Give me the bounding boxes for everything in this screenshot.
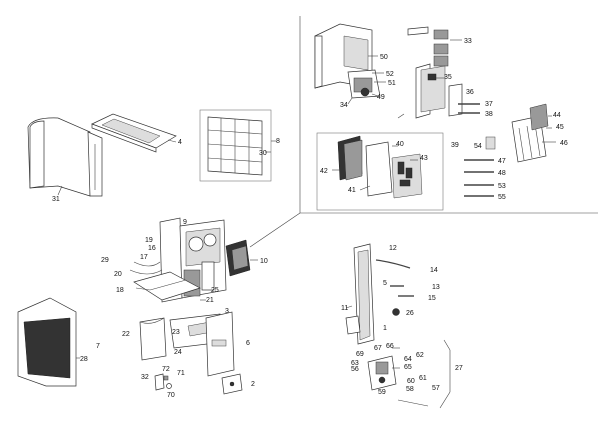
- callout-57: 57: [432, 385, 440, 392]
- callout-67: 67: [374, 345, 382, 352]
- callout-40: 40: [396, 141, 404, 148]
- pcb-assembly-39: [316, 132, 444, 211]
- callout-25: 25: [211, 287, 219, 294]
- callout-28: 28: [80, 356, 88, 363]
- callout-5: 5: [383, 280, 387, 287]
- callout-39: 39: [451, 142, 459, 149]
- callout-24: 24: [174, 349, 182, 356]
- callout-31: 31: [52, 196, 60, 203]
- callout-33: 33: [464, 38, 472, 45]
- callout-37: 37: [485, 101, 493, 108]
- callout-49: 49: [377, 94, 385, 101]
- callout-30: 30: [259, 150, 267, 157]
- callout-46: 46: [560, 140, 568, 147]
- callout-26: 26: [406, 310, 414, 317]
- section-dividers: [249, 16, 598, 248]
- callout-70: 70: [167, 392, 175, 399]
- callout-1: 1: [383, 325, 387, 332]
- guard-grille-30: [199, 109, 276, 182]
- callout-13: 13: [432, 284, 440, 291]
- callout-50: 50: [380, 54, 388, 61]
- callout-36: 36: [466, 89, 474, 96]
- callout-labels: 1 2 3 4 5 6 7 8 9 10 11 12 13 14 15 16 1…: [52, 38, 568, 399]
- callout-43: 43: [420, 155, 428, 162]
- fan-motor-assembly: [345, 243, 451, 409]
- callout-63: 63: [351, 360, 359, 367]
- callout-48: 48: [498, 170, 506, 177]
- callout-11: 11: [341, 305, 348, 312]
- callout-71: 71: [177, 370, 185, 377]
- callout-44: 44: [553, 112, 561, 119]
- callout-58: 58: [406, 386, 414, 393]
- callout-17: 17: [140, 254, 148, 261]
- callout-15: 15: [428, 295, 436, 302]
- callout-53: 53: [498, 183, 506, 190]
- compressor-frame-assembly: [129, 217, 258, 303]
- callout-20: 20: [114, 271, 122, 278]
- callout-62: 62: [416, 352, 424, 359]
- callout-35: 35: [444, 74, 452, 81]
- top-panel-4: [91, 113, 177, 153]
- callout-6: 6: [246, 340, 250, 347]
- side-panel-31: [27, 117, 103, 197]
- callout-23: 23: [172, 329, 180, 336]
- callout-19: 19: [145, 237, 153, 244]
- callout-59: 59: [378, 389, 386, 396]
- callout-9: 9: [183, 219, 187, 226]
- callout-34: 34: [340, 102, 348, 109]
- callout-64: 64: [404, 356, 412, 363]
- callout-21: 21: [206, 297, 214, 304]
- callout-52: 52: [386, 71, 394, 78]
- callout-10: 10: [260, 258, 268, 265]
- callout-29: 29: [101, 257, 109, 264]
- callout-38: 38: [485, 111, 493, 118]
- callout-69: 69: [356, 351, 364, 358]
- callout-65: 65: [404, 364, 412, 371]
- lower-panels: [139, 311, 243, 395]
- callout-47: 47: [498, 158, 506, 165]
- front-panel-28: [17, 297, 80, 387]
- callout-56: 56: [351, 366, 359, 373]
- callout-42: 42: [320, 168, 328, 175]
- callout-32: 32: [141, 374, 149, 381]
- callout-22: 22: [122, 331, 130, 338]
- callout-4: 4: [178, 139, 182, 146]
- callout-27: 27: [455, 365, 463, 372]
- callout-55: 55: [498, 194, 506, 201]
- callout-66: 66: [386, 343, 394, 350]
- callout-2: 2: [251, 381, 255, 388]
- callout-61: 61: [419, 375, 427, 382]
- callout-12: 12: [389, 245, 397, 252]
- terminal-block-assembly: [464, 103, 556, 197]
- callout-16: 16: [148, 245, 156, 252]
- callout-3: 3: [225, 308, 229, 315]
- callout-60: 60: [407, 378, 415, 385]
- control-box-assembly: [314, 23, 480, 119]
- callout-7: 7: [96, 343, 100, 350]
- callout-54: 54: [474, 143, 482, 150]
- callout-51: 51: [388, 80, 396, 87]
- callout-72: 72: [162, 366, 170, 373]
- callout-18: 18: [116, 287, 124, 294]
- callout-8: 8: [276, 138, 280, 145]
- small-parts-70-72: [154, 373, 172, 391]
- callout-14: 14: [430, 267, 438, 274]
- callout-41: 41: [348, 187, 356, 194]
- callout-45: 45: [556, 124, 564, 131]
